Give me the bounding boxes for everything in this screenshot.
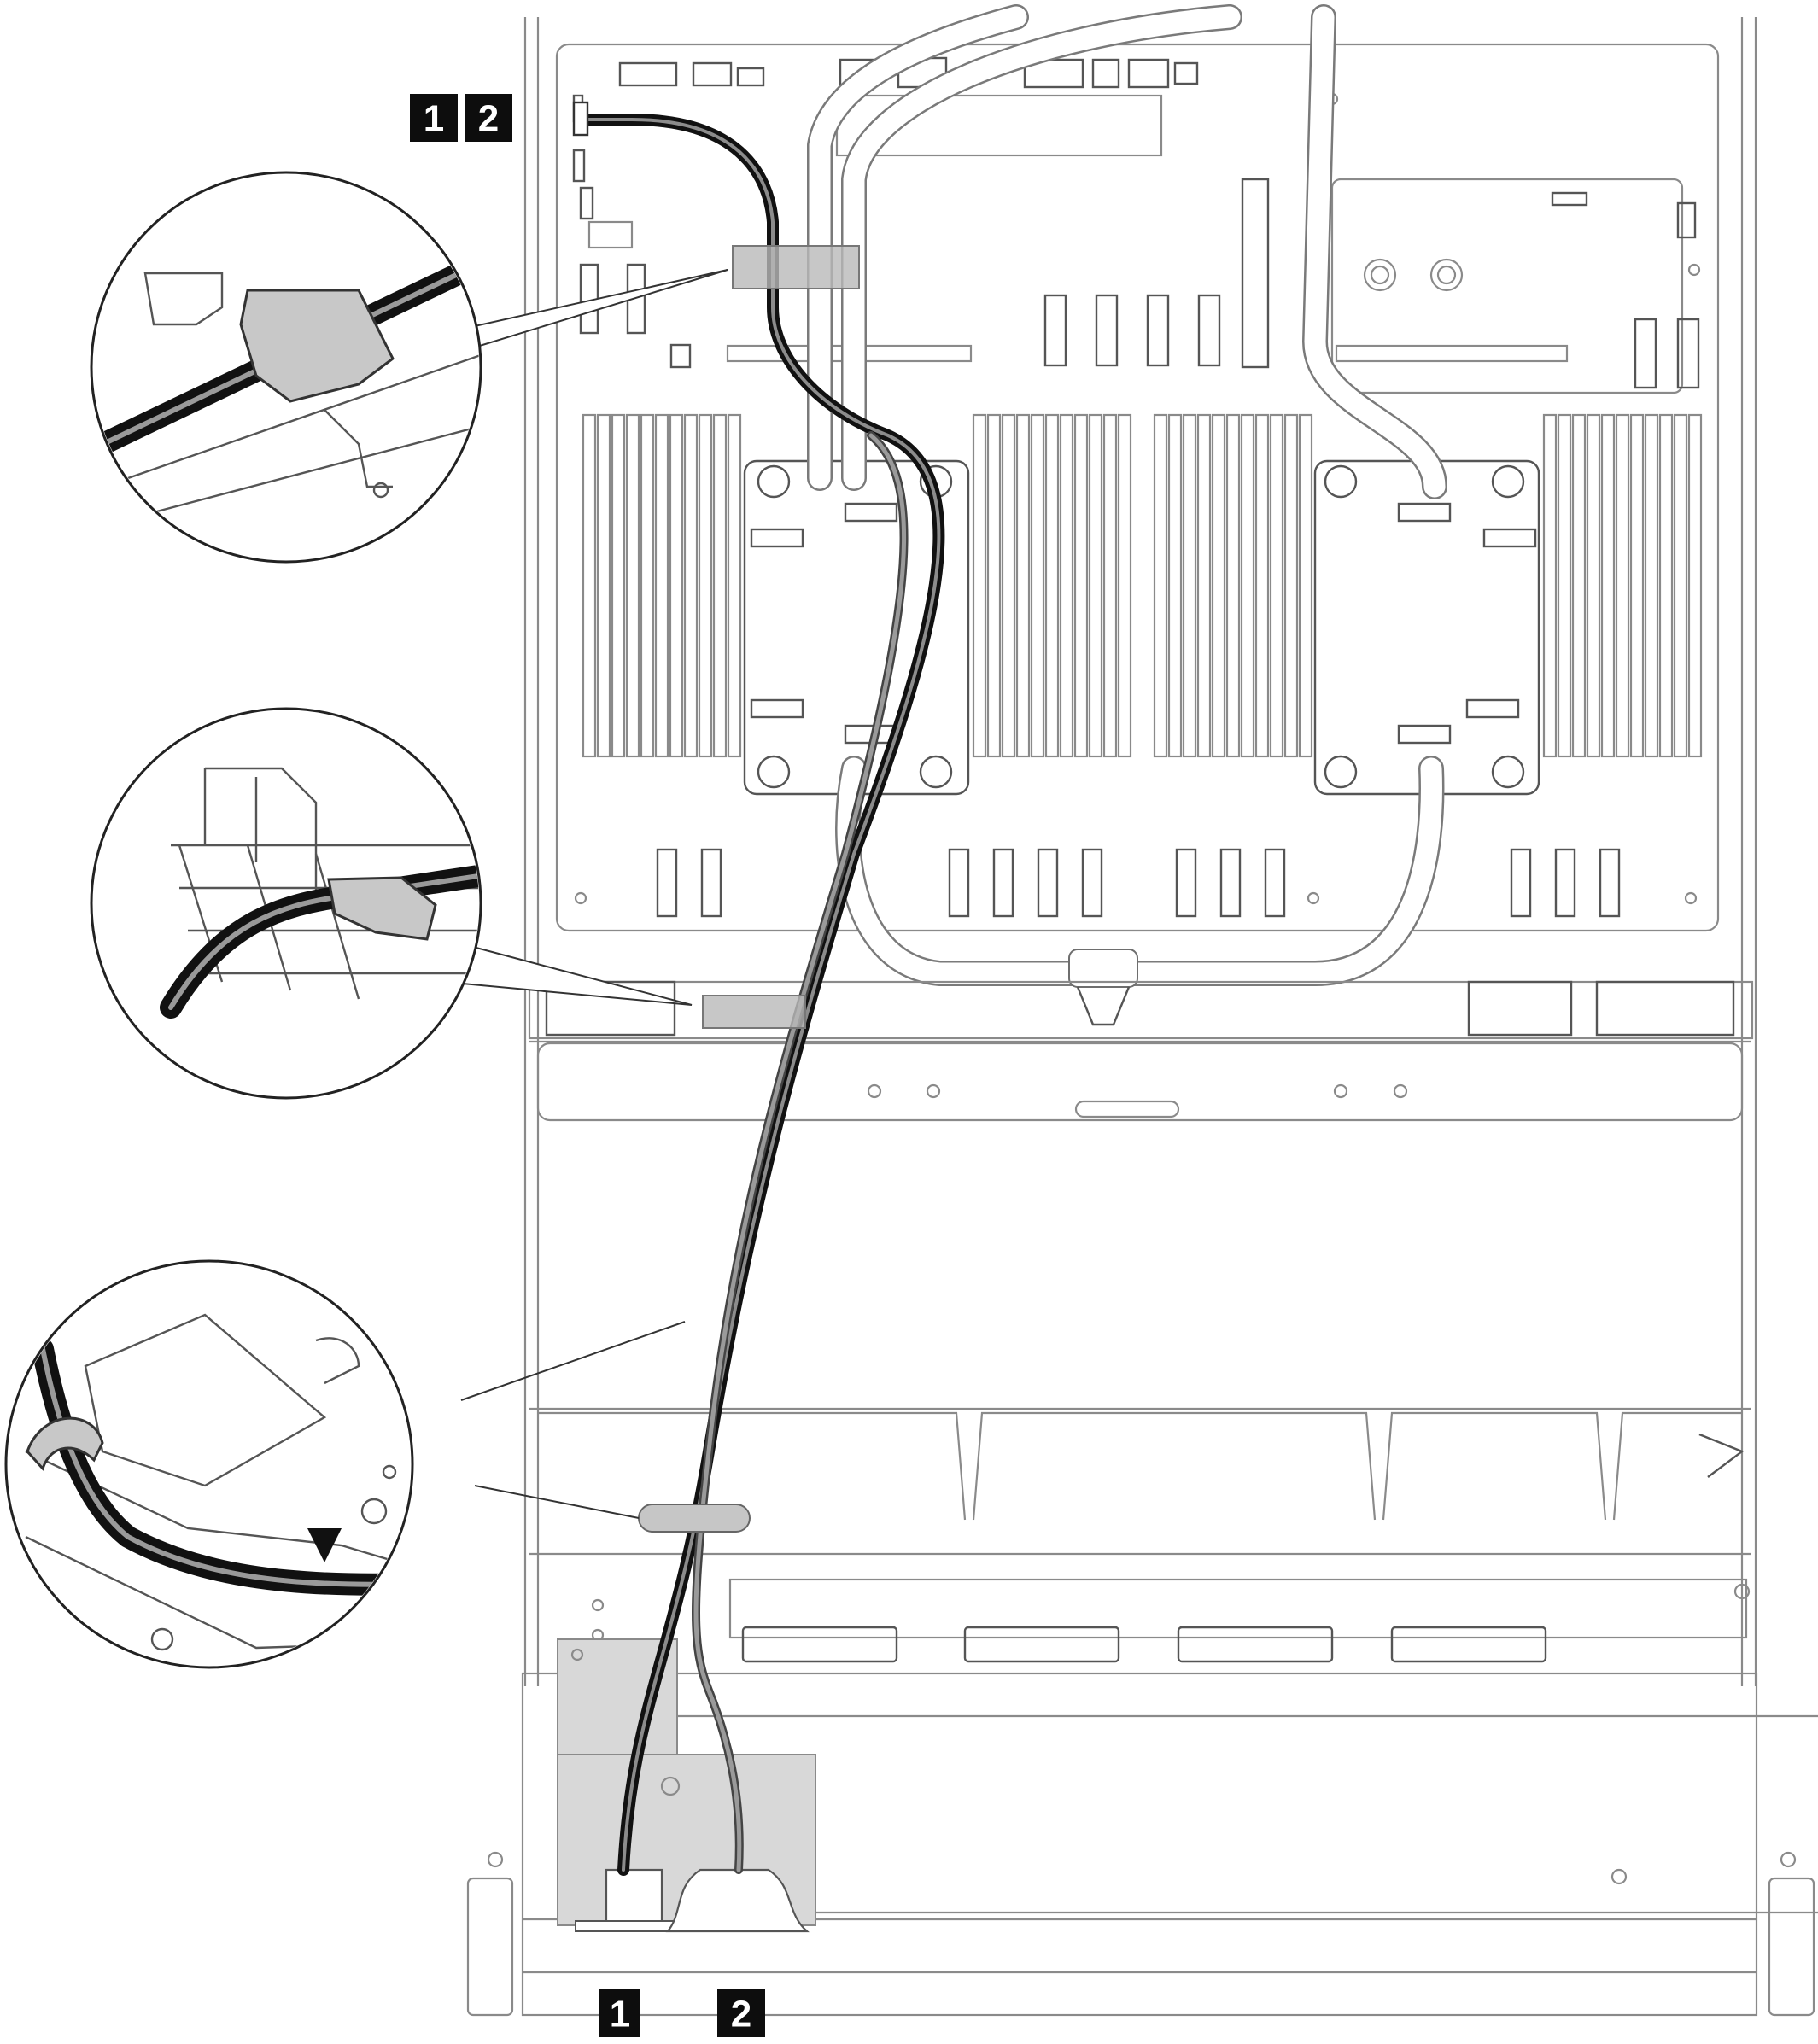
dimm-bank-left: [582, 413, 742, 758]
down-arrow-icon: [307, 1486, 342, 1562]
cable-tie-mount: [638, 1504, 751, 1533]
svg-text:2: 2: [731, 1994, 751, 2035]
cable-guide-highlight: [702, 995, 806, 1029]
dimm-bank-right: [1542, 413, 1703, 758]
dimm-bank-center-left: [972, 413, 1132, 758]
callout-pointer-2: [443, 938, 693, 1006]
cable-clip-detail: [90, 171, 482, 564]
front-io-module: [557, 1638, 816, 1933]
cable-1-black: [579, 114, 945, 1876]
liquid-cooling-hoses: [807, 4, 1447, 1026]
callout-pointer-1: [443, 269, 728, 349]
fan-cage-area: [528, 980, 1754, 1885]
cable-guide-detail: [90, 707, 482, 1100]
callout-badge-top-1: 1: [410, 94, 458, 142]
processor-socket-2: [1313, 459, 1540, 796]
cable-tie-detail: [4, 1259, 414, 1669]
dimm-bank-center-right: [1153, 413, 1313, 758]
callout-pointer-3: [460, 1321, 686, 1519]
svg-text:1: 1: [424, 98, 444, 140]
system-board: [572, 56, 1703, 918]
svg-text:1: 1: [610, 1994, 630, 2035]
callout-badge-top-2: 2: [465, 94, 512, 142]
svg-text:2: 2: [478, 98, 499, 140]
callout-badge-bottom-2: 2: [717, 1989, 765, 2037]
cable-connector-board: [572, 101, 589, 137]
cable-2-gray: [692, 431, 909, 1874]
cable-clip-highlight: [732, 245, 860, 289]
callout-badge-bottom-1: 1: [599, 1989, 640, 2037]
